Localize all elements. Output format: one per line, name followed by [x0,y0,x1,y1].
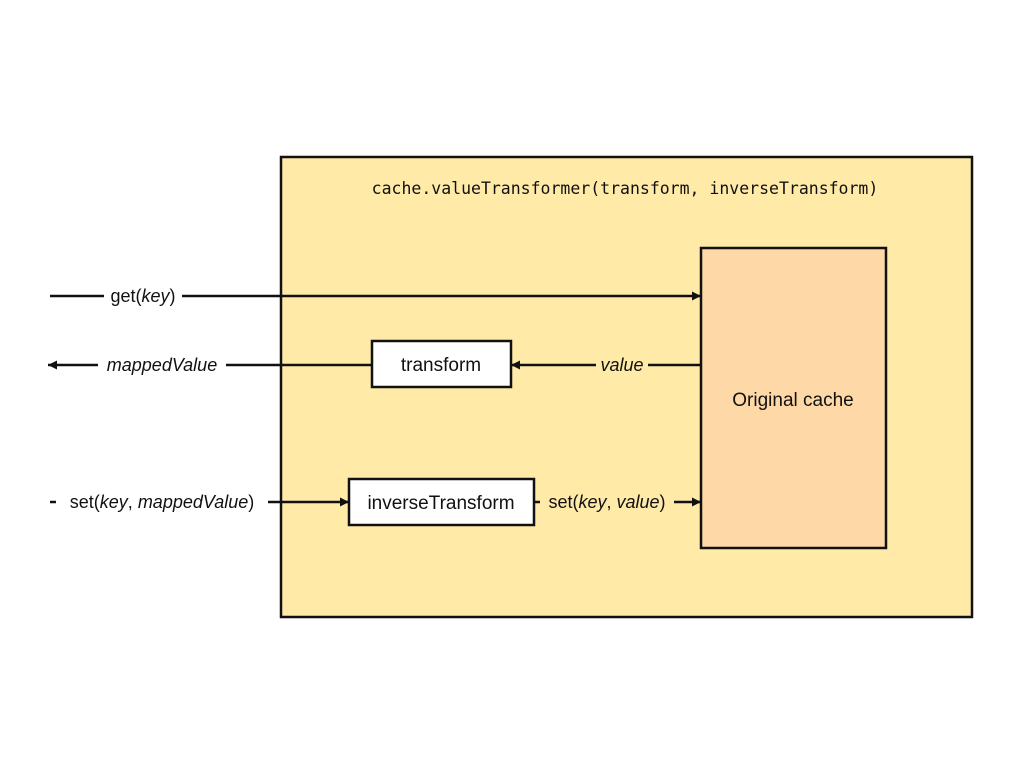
mapped-value-label-bg [98,353,226,377]
container-title: cache.valueTransformer(transform, invers… [372,179,879,198]
get-label: get(key) [110,286,175,306]
transform-box [370,339,513,389]
value-label-bg [596,353,648,377]
set-outer-label: set(key, mappedValue) [70,492,254,512]
set-inner-label-bg [540,490,674,514]
set-inner-label: set(key, value) [548,492,665,512]
transform-label: transform [401,355,481,376]
set-outer-label-bg [56,490,268,514]
original-cache-label: Original cache [732,390,853,411]
get-label-bg [104,284,182,308]
inverse-transform-label: inverseTransform [367,493,514,514]
mapped-value-label: mappedValue [107,355,217,375]
value-label: value [600,355,643,375]
original-cache-box [699,246,888,550]
